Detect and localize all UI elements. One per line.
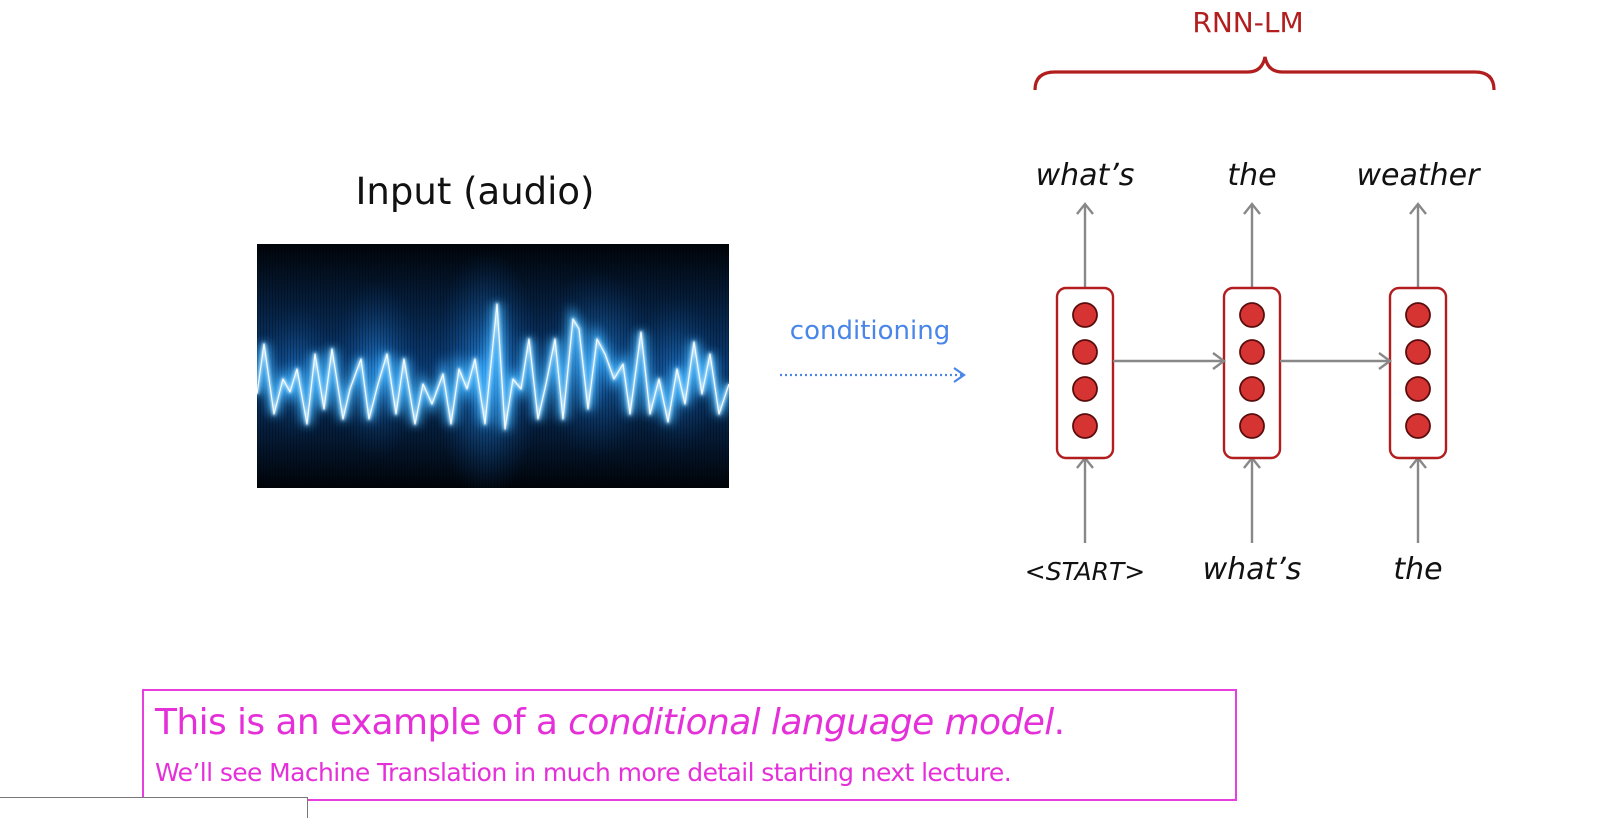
waveform-graphic [257,244,729,488]
callout-emphasis: conditional language model [568,702,1054,743]
neuron-2-1 [1239,302,1265,328]
output-arrow-2-head [1243,202,1261,215]
rnn-cell-1 [1055,286,1115,460]
output-word-1: what’s [1035,158,1135,193]
callout-suffix: . [1053,702,1065,743]
recurrent-arrow-1-head [1212,352,1227,370]
neuron-1-2 [1072,339,1098,365]
output-word-3: weather [1356,158,1480,193]
audio-waveform-image [257,244,729,488]
neuron-1-3 [1072,376,1098,402]
rnn-lm-title: RNN-LM [1192,6,1304,39]
neuron-3-1 [1405,302,1431,328]
output-word-2: the [1227,158,1277,193]
neuron-3-4 [1405,413,1431,439]
neuron-3-3 [1405,376,1431,402]
overlay-panel-edge [0,797,308,818]
callout-main-text: This is an example of a conditional lang… [155,702,1065,743]
rnn-cell-3 [1388,286,1448,460]
neuron-1-1 [1072,302,1098,328]
callout-box [142,689,1237,801]
output-arrow-1-head [1076,202,1094,215]
neuron-2-2 [1239,339,1265,365]
callout-prefix: This is an example of a [155,702,569,743]
neuron-2-3 [1239,376,1265,402]
conditioning-label: conditioning [789,316,951,346]
input-audio-title: Input (audio) [355,170,595,213]
recurrent-arrow-2-head [1378,352,1393,370]
input-word-3: the [1393,552,1443,587]
input-word-2: what’s [1202,552,1302,587]
input-token-start: <START> [1024,557,1146,586]
conditioning-arrow [780,367,966,383]
callout-subtext: We’ll see Machine Translation in much mo… [155,758,1012,787]
neuron-3-2 [1405,339,1431,365]
rnn-cell-2 [1222,286,1282,460]
rnn-lm-brace [1033,56,1496,91]
output-arrow-3-head [1409,202,1427,215]
neuron-2-4 [1239,413,1265,439]
neuron-1-4 [1072,413,1098,439]
